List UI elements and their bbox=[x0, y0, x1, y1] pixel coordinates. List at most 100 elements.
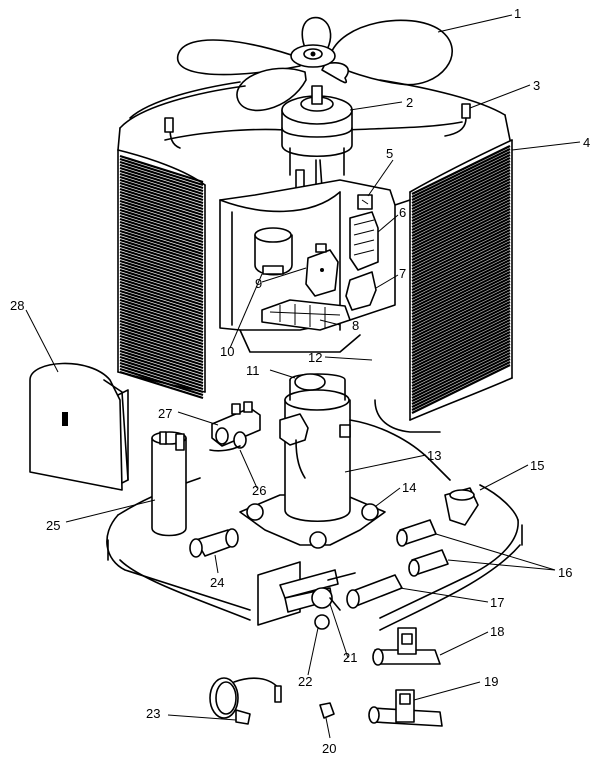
callout-13: 13 bbox=[427, 448, 441, 463]
coil-fin bbox=[119, 163, 204, 193]
coil-fin bbox=[119, 187, 204, 217]
coil-fin bbox=[411, 355, 511, 405]
coil-fin bbox=[119, 190, 204, 220]
coil-fin bbox=[119, 334, 204, 364]
coil-fin bbox=[119, 283, 204, 313]
callout-19: 19 bbox=[484, 674, 498, 689]
callout-15: 15 bbox=[530, 458, 544, 473]
callout-11: 11 bbox=[246, 363, 260, 378]
coil-fin bbox=[411, 334, 511, 384]
coil-fin bbox=[411, 310, 511, 360]
coil-fin bbox=[119, 271, 204, 301]
right-condenser-coil bbox=[374, 139, 513, 433]
filter-drier bbox=[189, 528, 239, 558]
clip bbox=[319, 702, 335, 719]
callout-7: 7 bbox=[399, 266, 406, 281]
coil-fin bbox=[411, 304, 511, 354]
callout-17: 17 bbox=[490, 595, 504, 610]
coil-fin bbox=[119, 346, 204, 376]
coil-fin bbox=[119, 358, 204, 388]
coil-fin bbox=[119, 265, 204, 295]
coil-fin bbox=[119, 232, 204, 262]
coil-fin bbox=[411, 175, 511, 225]
coil-fin bbox=[411, 244, 511, 294]
coil-fin bbox=[411, 232, 511, 282]
callout-2: 2 bbox=[406, 95, 413, 110]
coil-fin bbox=[119, 316, 204, 346]
coil-fin bbox=[411, 223, 511, 273]
callout-21: 21 bbox=[343, 650, 357, 665]
coil-fin bbox=[119, 196, 204, 226]
coil-fin bbox=[119, 361, 204, 391]
callout-9: 9 bbox=[255, 276, 262, 291]
callout-10: 10 bbox=[220, 344, 234, 359]
coil-fin bbox=[411, 331, 511, 381]
coil-fin bbox=[119, 247, 204, 277]
coil-fin bbox=[119, 184, 204, 214]
coil-fin bbox=[119, 349, 204, 379]
coil-fin bbox=[411, 256, 511, 306]
coil-fin bbox=[411, 217, 511, 267]
coil-fin bbox=[411, 286, 511, 336]
coil-fin bbox=[119, 337, 204, 367]
coil-fin bbox=[119, 292, 204, 322]
coil-fin bbox=[119, 202, 204, 232]
coil-fin bbox=[119, 274, 204, 304]
callout-26: 26 bbox=[252, 483, 266, 498]
coil-fin bbox=[411, 316, 511, 366]
coil-fin bbox=[411, 187, 511, 237]
callout-16: 16 bbox=[558, 565, 572, 580]
callout-14: 14 bbox=[402, 480, 416, 495]
coil-fin bbox=[411, 301, 511, 351]
callout-25: 25 bbox=[46, 518, 60, 533]
coil-fin bbox=[411, 229, 511, 279]
coil-fin bbox=[411, 199, 511, 249]
coil-fin bbox=[411, 205, 511, 255]
coil-fin bbox=[411, 226, 511, 276]
callout-23: 23 bbox=[146, 706, 160, 721]
coil-fin bbox=[119, 352, 204, 382]
coil-fin bbox=[119, 175, 204, 205]
coil-fin bbox=[411, 178, 511, 228]
coil-fin bbox=[411, 298, 511, 348]
coil-fin bbox=[411, 163, 511, 213]
wire-harness bbox=[209, 677, 282, 725]
control-panel bbox=[219, 179, 411, 353]
callout-8: 8 bbox=[352, 318, 359, 333]
coil-fin bbox=[119, 298, 204, 328]
coil-fin bbox=[411, 220, 511, 270]
coil-fin bbox=[411, 343, 511, 393]
compressor bbox=[239, 373, 451, 549]
coil-fin bbox=[119, 367, 204, 397]
coil-fin bbox=[411, 202, 511, 252]
coil-fin bbox=[411, 313, 511, 363]
coil-fin bbox=[411, 214, 511, 264]
coil-fin bbox=[119, 259, 204, 289]
coil-fin bbox=[119, 307, 204, 337]
coil-fin bbox=[119, 220, 204, 250]
coil-fin bbox=[119, 328, 204, 358]
coil-fin bbox=[411, 358, 511, 408]
coil-fin bbox=[119, 238, 204, 268]
coil-fin bbox=[411, 307, 511, 357]
coil-fin bbox=[411, 190, 511, 240]
callout-4: 4 bbox=[583, 135, 590, 150]
coil-fin bbox=[411, 289, 511, 339]
callout-24: 24 bbox=[210, 575, 224, 590]
coil-fin bbox=[119, 340, 204, 370]
coil-fin bbox=[411, 235, 511, 285]
coil-fin bbox=[411, 148, 511, 198]
coil-fin bbox=[411, 241, 511, 291]
coil-fin bbox=[411, 172, 511, 222]
coil-fin bbox=[119, 331, 204, 361]
coil-fin bbox=[411, 277, 511, 327]
coil-fin bbox=[411, 280, 511, 330]
coil-fin bbox=[411, 262, 511, 312]
top-frame bbox=[117, 79, 511, 151]
coil-fin bbox=[411, 274, 511, 324]
access-panel bbox=[29, 362, 129, 491]
coil-fin bbox=[411, 337, 511, 387]
coil-fin bbox=[411, 349, 511, 399]
coil-fin bbox=[119, 166, 204, 196]
callout-3: 3 bbox=[533, 78, 540, 93]
